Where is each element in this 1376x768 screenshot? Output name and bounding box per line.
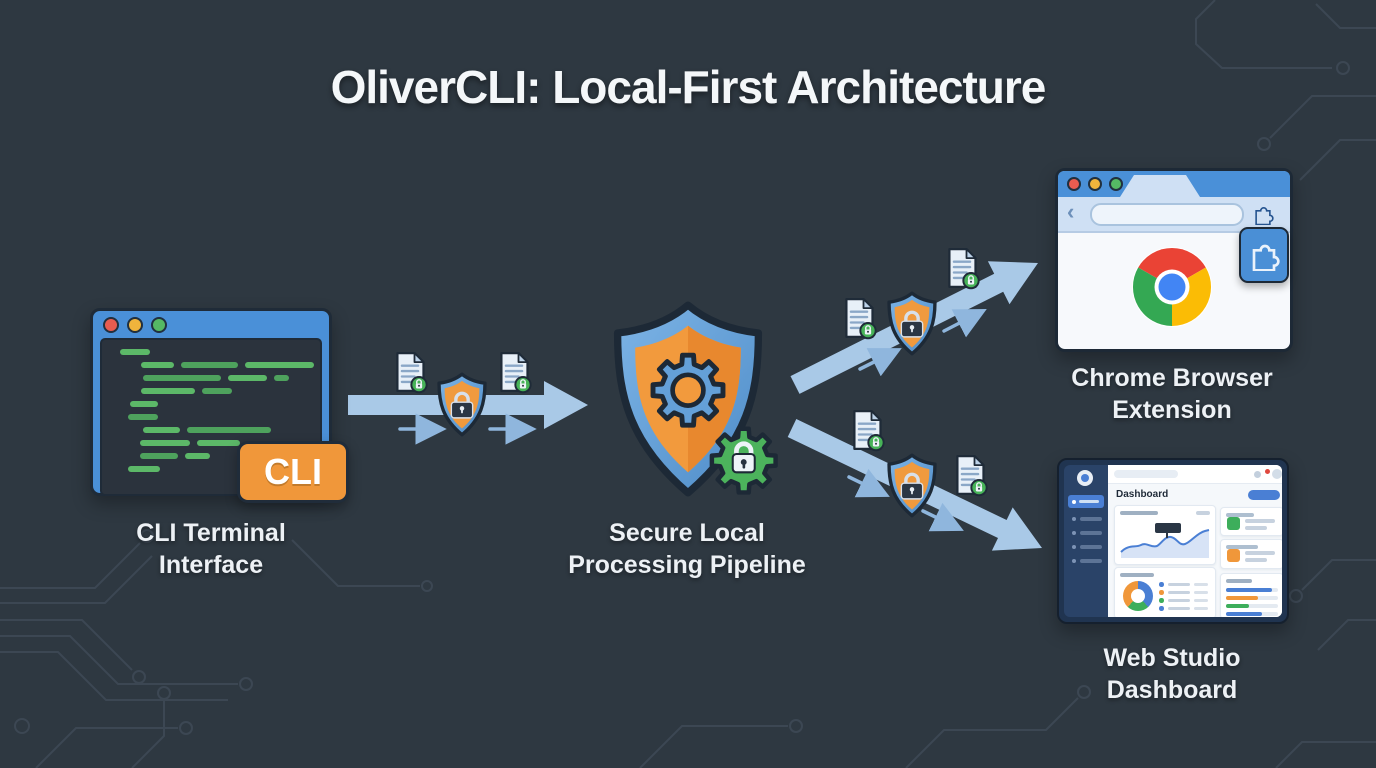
browser-header <box>1058 171 1290 197</box>
document-lock-icon <box>948 247 980 290</box>
page-title: OliverCLI: Local-First Architecture <box>330 61 1047 113</box>
chrome-browser-window: ‹ <box>1055 168 1293 352</box>
stat-card <box>1220 539 1282 569</box>
chrome-logo-icon <box>1132 247 1212 327</box>
maximize-dot-icon <box>151 316 167 333</box>
close-dot-icon <box>103 316 119 333</box>
lock-shield-icon <box>884 290 940 358</box>
settings-icon <box>1254 471 1261 478</box>
puzzle-icon <box>1255 207 1274 225</box>
progress-bar <box>1226 588 1278 592</box>
chart-tooltip <box>1155 523 1181 533</box>
sidebar-item <box>1072 531 1102 535</box>
document-lock-icon <box>845 297 877 340</box>
stat-icon <box>1227 549 1240 562</box>
lock-shield-icon <box>434 371 490 439</box>
primary-button <box>1248 490 1280 500</box>
dashboard-sidebar <box>1064 465 1108 617</box>
progress-bar <box>1226 596 1278 600</box>
progress-card <box>1220 573 1282 617</box>
donut-card <box>1114 567 1216 617</box>
legend-row <box>1159 582 1208 587</box>
cli-badge: CLI <box>237 441 349 503</box>
notification-dot-icon <box>1265 469 1270 474</box>
document-lock-icon <box>956 454 988 497</box>
sidebar-item <box>1072 545 1102 549</box>
app-logo-icon <box>1077 470 1093 486</box>
address-bar <box>1090 203 1244 226</box>
donut-chart <box>1123 581 1153 611</box>
label-pipeline: Secure Local Processing Pipeline <box>568 519 806 579</box>
legend-row <box>1159 598 1208 603</box>
label-chrome-extension: Chrome Browser Extension <box>1071 364 1273 424</box>
progress-bar <box>1226 604 1278 608</box>
dashboard-screen-title: Dashboard <box>1116 489 1169 500</box>
search-bar <box>1114 470 1178 478</box>
dashboard-main: Dashboard <box>1108 465 1282 617</box>
legend-row <box>1159 606 1208 611</box>
window-controls <box>93 311 329 338</box>
gear-icon <box>653 355 723 425</box>
minimize-dot-icon <box>1088 177 1102 191</box>
stat-card <box>1220 507 1282 536</box>
dashboard-window: Dashboard <box>1057 458 1289 624</box>
chart-card <box>1114 505 1216 565</box>
label-web-dashboard: Web Studio Dashboard <box>1103 644 1241 704</box>
extension-badge <box>1239 227 1289 283</box>
back-icon: ‹ <box>1067 199 1075 224</box>
document-lock-icon <box>500 351 532 394</box>
browser-tab <box>1120 175 1200 197</box>
area-chart <box>1120 523 1210 558</box>
sidebar-item <box>1072 517 1102 521</box>
pipeline-shield <box>613 301 776 497</box>
document-lock-icon <box>396 351 428 394</box>
document-lock-icon <box>853 409 885 452</box>
puzzle-icon <box>1252 244 1280 271</box>
progress-bar <box>1226 612 1278 616</box>
sidebar-item <box>1072 559 1102 563</box>
minimize-dot-icon <box>127 316 143 333</box>
label-cli-terminal: CLI Terminal Interface <box>136 519 286 579</box>
maximize-dot-icon <box>1109 177 1123 191</box>
legend-row <box>1159 590 1208 595</box>
mini-flow-arrows <box>398 308 987 532</box>
avatar <box>1272 469 1282 479</box>
stat-icon <box>1227 517 1240 530</box>
close-dot-icon <box>1067 177 1081 191</box>
secure-lock-gear-icon <box>712 429 776 493</box>
lock-shield-icon <box>884 452 940 520</box>
dashboard-topbar <box>1108 465 1282 484</box>
sidebar-item-active <box>1068 495 1104 508</box>
